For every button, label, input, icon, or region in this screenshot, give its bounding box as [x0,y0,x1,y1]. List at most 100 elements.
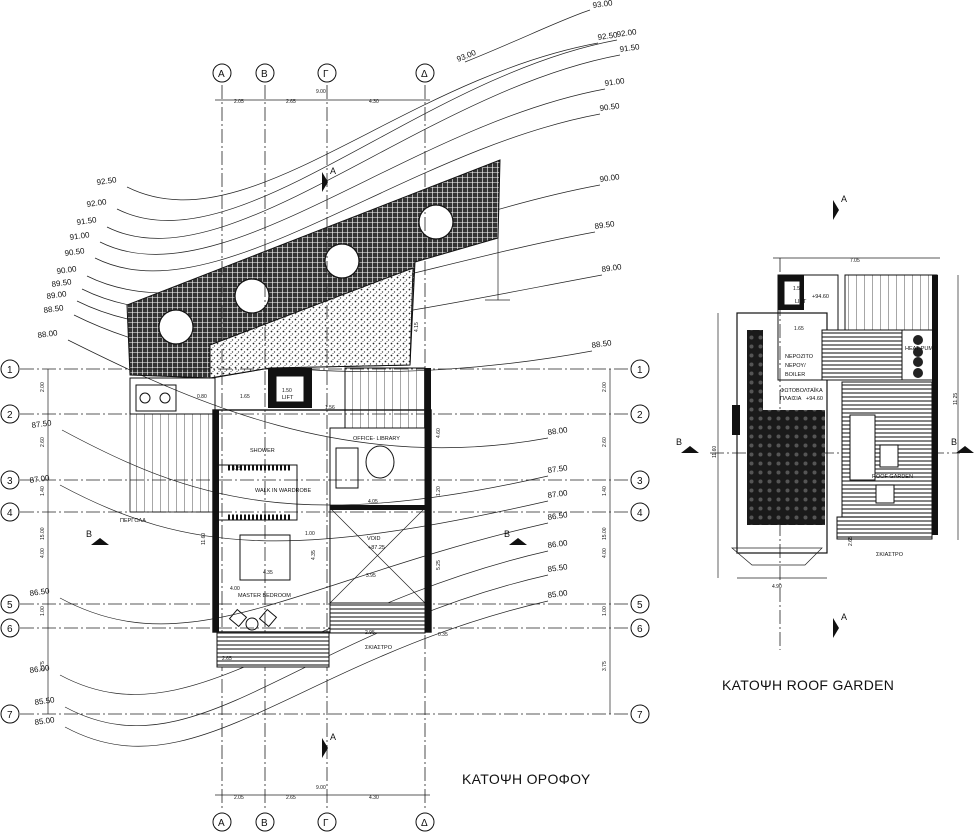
grid-bubble [630,502,650,522]
dimension-label: 1.65 [240,394,250,400]
dimension-label: 2.65 [286,99,296,105]
room-label: +87.25 [368,545,385,551]
contour-label: 89.00 [46,289,68,301]
grid-column-label: Δ [421,69,428,80]
contour-label: 85.50 [547,562,569,574]
contour-label: 90.50 [64,246,86,258]
dimension-label: 2.60 [40,437,46,447]
dimension-label: 4.30 [369,99,379,105]
dimension-label: 4.35 [311,550,317,560]
contour-label: 92.50 [96,175,118,187]
contour-line [67,339,549,449]
grid-row-label: 5 [7,600,13,611]
contour-label: 91.50 [619,42,641,54]
dimension-label: 4.00 [602,548,608,558]
dimension-label: 2.60 [602,437,608,447]
grid-row-label: 7 [637,710,643,721]
dimension-label: 2.00 [602,382,608,392]
contour-label: 92.50 [597,30,619,42]
dimension-label: 2.65 [848,536,854,546]
contour-line [59,484,549,542]
dimension-label: 4.90 [772,584,782,590]
section-label: B [86,529,92,539]
contour-line [61,429,549,506]
section-arrow [833,618,839,638]
pergola-post [485,238,510,301]
dimension-label: 1.56 [325,405,335,411]
section-label: A [841,194,847,204]
contour-label: 89.00 [601,262,623,274]
dimension-label: 2.95 [365,630,375,636]
dimension-label: 1.00 [602,606,608,616]
room-label: ΝΕΡΟΥ/ [785,363,806,369]
grid-bubble [0,502,20,522]
dimension-label: 3.95 [366,573,376,579]
grid-bubble [0,470,20,490]
grid-column-label: Δ [421,818,428,829]
section-label: A [330,166,336,176]
contour-line [94,113,601,272]
grid-bubble [212,812,232,832]
dimension-label: 1.00 [305,531,315,537]
room-label: ΠΛΑΙΣΙΑ [780,396,802,402]
dimension-label: 3.75 [40,661,46,671]
contour-line [106,54,621,239]
contour-label: 87.00 [547,488,569,500]
contour-line [64,600,549,747]
room-label: +94.60 [806,396,823,402]
grid-bubble [415,812,435,832]
contour-label: 88.00 [37,328,59,340]
room-label: ROOF GARDEN [872,474,913,480]
grid-bubble [630,618,650,638]
roof-plan-title: ΚΑΤΟΨΗ ROOF GARDEN [722,677,895,693]
room-label: +94.60 [812,294,829,300]
dimension-label: 4.60 [436,428,442,438]
dimension-label: 15.00 [602,527,608,540]
grid-bubble [212,63,232,83]
grid-bubble [0,594,20,614]
grid-column-label: Α [218,818,225,829]
dimension-label: 2.65 [286,795,296,801]
room-label: OFFICE- LIBRARY [353,436,400,442]
contour-label: 87.50 [547,463,569,475]
room-label: ΝΕΡΟΖΙΤΟ [785,354,814,360]
contour-label: 86.50 [547,510,569,522]
dimension-label: 1.50 [793,286,803,292]
room-label: ΣΚΙΑΣΤΡΟ [365,645,393,651]
section-arrow [956,446,974,453]
contour-label: 86.00 [29,663,51,675]
contour-line [59,522,549,625]
contour-label: 87.50 [31,418,53,430]
contour-label: 86.50 [29,586,51,598]
section-arrow [91,538,109,545]
contour-label: 90.50 [599,101,621,113]
grid-bubble [415,63,435,83]
grid-column-label: Β [261,818,268,829]
contour-label: 88.00 [547,425,569,437]
contour-label: 90.00 [56,264,78,276]
dimension-label: 4.05 [368,499,378,505]
dimension-label: 5.25 [436,560,442,570]
grid-bubble [0,359,20,379]
dimension-label: 7.05 [850,258,860,264]
section-label: B [951,437,957,447]
contour-line [64,574,549,726]
grid-bubble [630,704,650,724]
contour-label: 92.00 [86,197,108,209]
contour-label: 91.50 [76,215,98,227]
room-label: BOILER [785,372,805,378]
grid-bubble [630,594,650,614]
contour-line [116,39,618,221]
gravel-area [209,267,414,379]
section-arrow [833,200,839,220]
room-label: ΦΩΤΟΒΟΛΤΑΪΚΑ [780,387,823,394]
dimension-label: 2.65 [222,656,232,662]
dimension-label: 2.00 [40,382,46,392]
dimension-label: 15.00 [40,527,46,540]
section-label: B [504,529,510,539]
dimension-label: 1.40 [40,486,46,496]
room-label: ΣΚΙΑΣΤΡΟ [876,552,904,558]
section-label: A [841,612,847,622]
